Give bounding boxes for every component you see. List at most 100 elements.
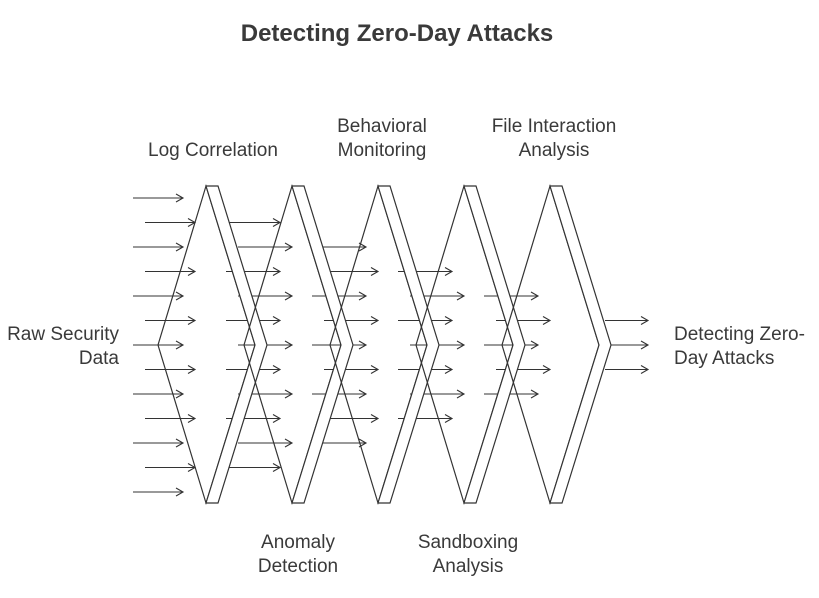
arrow-head (530, 291, 540, 301)
stage-label-line: Anomaly (261, 532, 335, 553)
stage-label-line: Analysis (519, 140, 590, 161)
flow-arrow (133, 487, 185, 497)
arrow-head (358, 340, 368, 350)
arrow-head (640, 340, 650, 350)
flow-arrow (484, 389, 540, 399)
input-label: Raw Security Data (7, 324, 119, 369)
filter-stage (243, 183, 354, 506)
input-label-line-2: Data (79, 348, 120, 369)
filter-stage (329, 183, 440, 506)
flow-arrow (484, 340, 540, 350)
arrow-head (284, 242, 294, 252)
arrow-head (284, 389, 294, 399)
arrow-head (370, 267, 380, 276)
flow-arrow (605, 316, 650, 325)
stage-label-line: Analysis (433, 556, 504, 577)
flow-arrow (145, 365, 197, 374)
arrow-head (272, 267, 282, 276)
flow-arrow (133, 438, 185, 448)
arrow-head (444, 365, 454, 374)
flow-arrow (312, 291, 368, 301)
arrow-head (175, 487, 185, 497)
arrow-head (444, 316, 454, 325)
flow-arrow (226, 218, 282, 227)
arrow-head (272, 218, 282, 227)
flow-arrow (145, 414, 197, 423)
filter-edge (291, 185, 354, 504)
filter-edge (549, 185, 612, 504)
arrow-head (272, 414, 282, 423)
arrow-head (175, 193, 185, 203)
arrow-head (358, 291, 368, 301)
flow-arrow (605, 340, 650, 350)
arrow-head (456, 340, 466, 350)
arrow-head (530, 340, 540, 350)
arrow-head (187, 316, 197, 325)
arrow-head (530, 389, 540, 399)
filter-stage (501, 183, 612, 506)
flow-arrow (312, 389, 368, 399)
filter-edge (205, 185, 268, 504)
output-label-line-2: Day Attacks (674, 348, 774, 369)
arrow-head (370, 365, 380, 374)
arrow-head (640, 316, 650, 325)
arrow-head (358, 242, 368, 252)
flow-arrow (238, 242, 294, 252)
input-label-line-1: Raw Security (7, 324, 119, 345)
arrow-head (370, 414, 380, 423)
stage-label-line: Monitoring (338, 140, 427, 161)
output-label-line-1: Detecting Zero- (674, 324, 805, 345)
flow-arrow (133, 193, 185, 203)
stage-label-behavioral-monitoring: Behavioral Monitoring (337, 116, 427, 161)
arrow-head (542, 316, 552, 325)
flow-arrow (145, 267, 197, 276)
flow-arrow (145, 316, 197, 325)
filter-edge (377, 185, 440, 504)
stage-label-line: Log Correlation (148, 140, 278, 161)
filter-stages (157, 183, 612, 506)
stage-label-sandboxing-analysis: Sandboxing Analysis (418, 532, 518, 577)
arrow-head (272, 316, 282, 325)
flow-arrow (133, 242, 185, 252)
arrow-head (456, 291, 466, 301)
arrow-head (175, 438, 185, 448)
arrow-head (542, 365, 552, 374)
filter-stage (157, 183, 268, 506)
arrow-head (272, 365, 282, 374)
stage-label-file-interaction-analysis: File Interaction Analysis (492, 116, 617, 161)
diagram-title: Detecting Zero-Day Attacks (241, 20, 554, 47)
arrow-head (284, 340, 294, 350)
flow-arrow (484, 291, 540, 301)
arrow-head (444, 414, 454, 423)
arrow-head (272, 463, 282, 472)
arrow-head (284, 291, 294, 301)
filter-stage (415, 183, 526, 506)
stage-label-line: Detection (258, 556, 338, 577)
arrow-head (640, 365, 650, 374)
stage-label-log-correlation: Log Correlation (148, 140, 278, 161)
flow-arrow (238, 438, 294, 448)
flow-arrow (133, 389, 185, 399)
arrow-head (370, 316, 380, 325)
arrow-head (187, 414, 197, 423)
stage-label-line: Sandboxing (418, 532, 518, 553)
flow-arrow (324, 267, 380, 276)
stage-label-line: File Interaction (492, 116, 617, 137)
stage-label-anomaly-detection: Anomaly Detection (258, 532, 338, 577)
arrow-head (187, 365, 197, 374)
arrow-head (175, 291, 185, 301)
arrow-head (175, 242, 185, 252)
arrow-head (358, 389, 368, 399)
flow-arrow (226, 463, 282, 472)
flow-arrow (312, 340, 368, 350)
arrow-head (444, 267, 454, 276)
flow-arrow (145, 463, 197, 472)
arrow-head (187, 267, 197, 276)
flow-arrow (324, 414, 380, 423)
flow-arrow (145, 218, 197, 227)
arrow-head (175, 340, 185, 350)
arrow-head (284, 438, 294, 448)
arrow-head (175, 389, 185, 399)
output-label: Detecting Zero- Day Attacks (674, 324, 805, 369)
